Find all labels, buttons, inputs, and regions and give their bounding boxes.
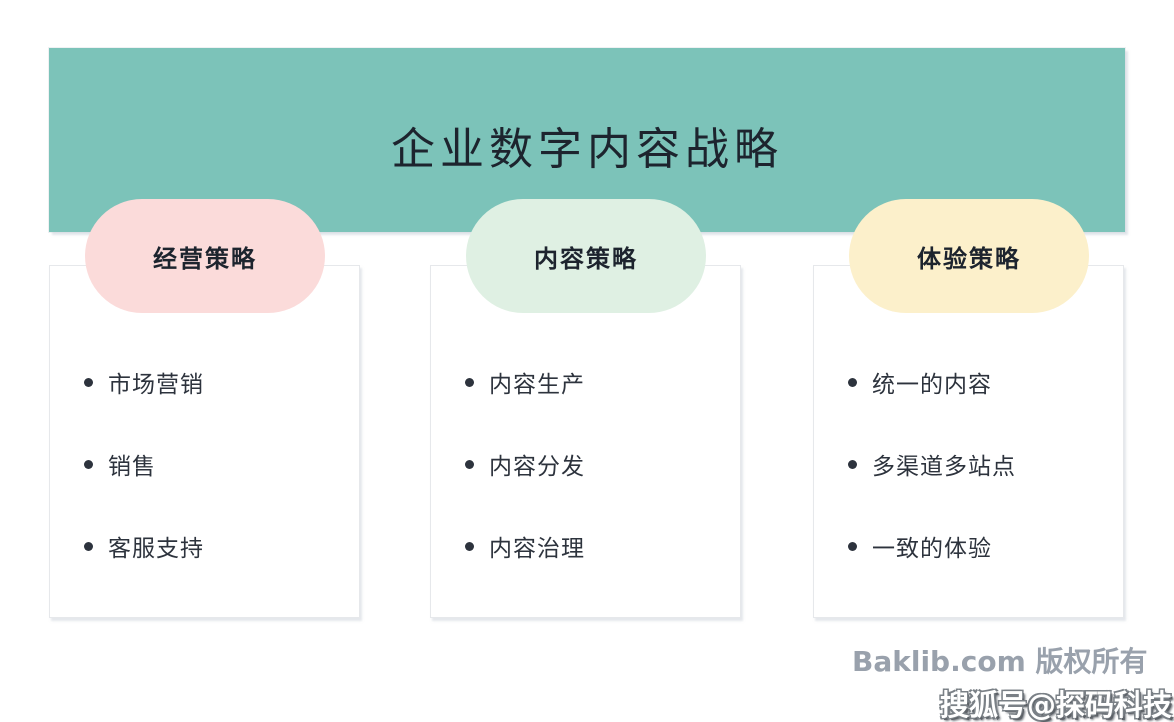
list-item-label: 多渠道多站点 (872, 454, 1016, 480)
business-strategy-box: 市场营销 销售 客服支持 (49, 265, 360, 618)
bullet-icon (848, 459, 857, 469)
pill-experience-strategy-label: 体验策略 (917, 244, 1021, 273)
page-title: 企业数字内容战略 (391, 124, 783, 175)
sohu-watermark: 搜狐号@探码科技 (939, 688, 1172, 722)
content-strategy-list: 内容生产 内容分发 内容治理 (431, 362, 734, 608)
pill-content-strategy: 内容策略 (466, 199, 706, 313)
list-item-label: 客服支持 (108, 536, 204, 562)
list-item-label: 内容生产 (489, 372, 585, 398)
list-item: 市场营销 (84, 362, 353, 402)
list-item-label: 内容分发 (489, 454, 585, 480)
bullet-icon (848, 377, 857, 387)
bullet-icon (84, 377, 93, 387)
business-strategy-list: 市场营销 销售 客服支持 (50, 362, 353, 608)
list-item: 销售 (84, 444, 353, 484)
experience-strategy-box: 统一的内容 多渠道多站点 一致的体验 (813, 265, 1124, 618)
list-item-label: 一致的体验 (872, 536, 992, 562)
list-item-label: 内容治理 (489, 536, 585, 562)
content-strategy-box: 内容生产 内容分发 内容治理 (430, 265, 741, 618)
pill-content-strategy-label: 内容策略 (534, 244, 638, 273)
list-item-label: 市场营销 (108, 372, 204, 398)
list-item: 内容生产 (465, 362, 734, 402)
list-item: 多渠道多站点 (848, 444, 1117, 484)
list-item: 一致的体验 (848, 526, 1117, 566)
pill-experience-strategy: 体验策略 (849, 199, 1089, 313)
list-item-label: 销售 (108, 454, 156, 480)
list-item: 客服支持 (84, 526, 353, 566)
bullet-icon (465, 459, 474, 469)
bullet-icon (84, 541, 93, 551)
pill-business-strategy-label: 经营策略 (153, 244, 257, 273)
pill-business-strategy: 经营策略 (85, 199, 325, 313)
bullet-icon (465, 377, 474, 387)
copyright-text: Baklib.com 版权所有 (852, 645, 1148, 678)
list-item-label: 统一的内容 (872, 372, 992, 398)
experience-strategy-list: 统一的内容 多渠道多站点 一致的体验 (814, 362, 1117, 608)
list-item: 内容治理 (465, 526, 734, 566)
list-item: 统一的内容 (848, 362, 1117, 402)
bullet-icon (84, 459, 93, 469)
list-item: 内容分发 (465, 444, 734, 484)
bullet-icon (848, 541, 857, 551)
bullet-icon (465, 541, 474, 551)
